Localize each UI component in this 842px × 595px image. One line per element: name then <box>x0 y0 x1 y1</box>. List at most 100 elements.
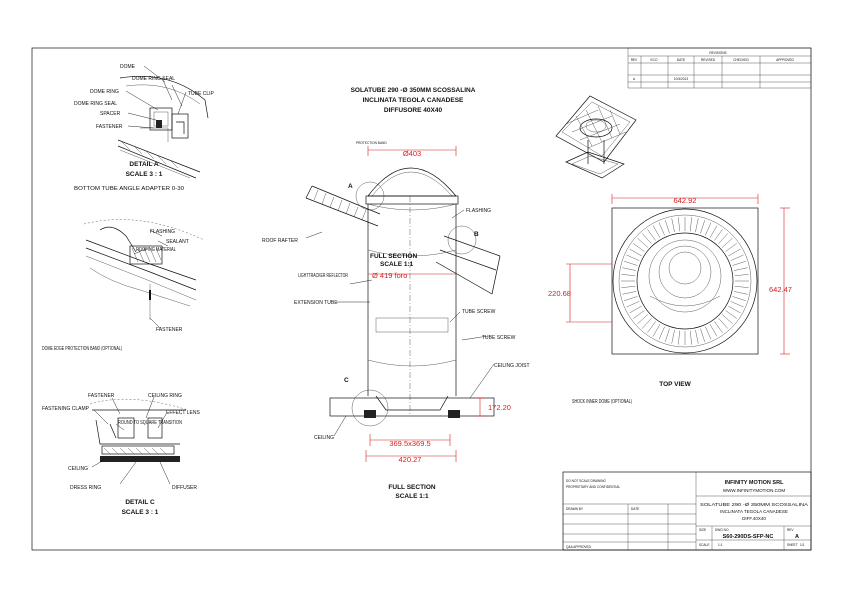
date-col-header: DATE <box>677 58 685 62</box>
dim-joist-height: 172.20 <box>488 403 511 412</box>
tb-rev-value: A <box>795 534 799 540</box>
tb-size-label: SIZE <box>699 528 706 532</box>
flashing-rib <box>725 243 737 252</box>
tb-website: WWW.INFINITYMOTION.COM <box>723 488 785 493</box>
flashing-rib <box>728 305 741 314</box>
flashing-rib <box>709 225 718 238</box>
revision-table: REVISIONS REV ECO DATE REVISED CHECKED A… <box>627 47 812 89</box>
flashing-rib <box>718 233 728 244</box>
main-title-line-2: INCLINATA TEGOLA CANADESE <box>363 97 464 104</box>
flashing-rib <box>730 254 744 261</box>
flashing-rib <box>722 314 733 324</box>
main-title: SOLATUBE 290 -Ø 350MM SCOSSALINA INCLINA… <box>351 87 476 114</box>
detail-b-view: FLASHING SEALANT ROOFING MATERIAL FASTEN… <box>42 219 205 352</box>
flashing-rib <box>621 274 636 276</box>
tb-title-line-3: DIFF.40X40 <box>742 516 766 521</box>
main-title-line-1: SOLATUBE 290 -Ø 350MM SCOSSALINA <box>351 87 476 94</box>
detail-a-note-line: BOTTOM TUBE ANGLE ADAPTER 0-30 <box>74 186 184 192</box>
flashing-rib <box>665 328 670 342</box>
flashing-rib <box>647 321 656 333</box>
detail-b-note: DOME EDGE PROTECTION BAND (OPTIONAL) <box>42 346 122 352</box>
flashing-rib <box>671 329 675 344</box>
eco-col-header: ECO <box>651 58 658 62</box>
tb-scale-label: SCALE <box>699 543 709 547</box>
detail-c-label-ceiling-ring: CEILING RING <box>148 393 182 399</box>
tb-dwg-label: DWG NO <box>715 528 729 532</box>
detail-c-label-round-to-square: ROUND TO SQUARE TRANSITION <box>118 420 182 426</box>
revisions-title: REVISIONS <box>709 51 726 55</box>
dim-dome-diameter: Ø403 <box>403 149 421 158</box>
flashing-rib <box>725 310 737 319</box>
section-label-flashing: FLASHING <box>466 208 491 214</box>
full-section-caption: FULL SECTION <box>388 484 435 491</box>
section-label-ceiling-joist: CEILING JOIST <box>494 363 530 369</box>
flashing-rib <box>714 321 723 333</box>
top-view-note: SHOCK INNER DOME (OPTIONAL) <box>572 399 632 405</box>
flashing-rib <box>733 267 748 271</box>
detail-a-label-dome-ring-seal-upper: DOME RING SEAL <box>132 76 175 82</box>
flashing-rib <box>714 229 723 241</box>
detail-a-label-dome: DOME <box>120 64 136 70</box>
top-view-dim-width: 642.92 <box>674 196 697 205</box>
top-view: 642.92 642.47 220.68 TOP VIEW SHOCK INNE… <box>548 194 792 405</box>
flashing-ribs <box>621 217 749 345</box>
detail-c-label-fastener: FASTENER <box>88 393 115 399</box>
detail-b-label-flashing: FLASHING <box>150 229 175 235</box>
drawing-border <box>31 47 812 551</box>
flashing-rib <box>665 220 670 234</box>
tb-drawn-label: DRAWN BY <box>566 507 584 511</box>
tb-sheet-label: SHEET <box>787 543 798 547</box>
detail-a-label-dome-ring: DOME RING <box>90 89 119 95</box>
section-label-tube-screw-upper: TUBE SCREW <box>462 309 496 315</box>
detail-c-scale: SCALE 3 : 1 <box>122 509 159 516</box>
section-label-roof-rafter: ROOF RAFTER <box>262 238 298 244</box>
flashing-rib <box>624 261 638 266</box>
dim-overall-width: 420.27 <box>399 455 422 464</box>
section-label-tube-screw-lower: TUBE SCREW <box>482 335 516 341</box>
flashing-rib <box>690 330 692 345</box>
flashing-rib <box>733 291 748 295</box>
flashing-rib <box>622 291 637 295</box>
detail-a-label-tube-clip: TUBE CLIP <box>188 91 215 97</box>
tb-note-1: DO NOT SCALE DRAWING <box>566 479 606 483</box>
flashing-rib <box>730 301 744 308</box>
flashing-rib <box>734 274 749 276</box>
checked-col-header: CHECKED <box>733 58 749 62</box>
top-view-caption: TOP VIEW <box>659 381 691 388</box>
flashing-rib <box>705 222 712 236</box>
detail-b-label-sealant: SEALANT <box>166 239 189 245</box>
flashing-rib <box>633 310 645 319</box>
flashing-rib <box>658 326 665 340</box>
tb-title-line-1: SOLATUBE 290 -Ø 350MM SCOSSALINA <box>700 502 808 507</box>
approved-col-header: APPROVED <box>776 58 794 62</box>
flashing-rib <box>624 296 638 301</box>
flashing-rib <box>705 326 712 340</box>
flashing-rib <box>732 261 746 266</box>
callout-a: A <box>348 183 353 190</box>
rev-date-cell: 10/4/2013 <box>674 77 688 81</box>
flashing-rib <box>695 329 699 344</box>
tb-scale-value: 1:1 <box>718 543 723 547</box>
tb-sheet-value: 1/1 <box>800 543 805 547</box>
detail-b-label-fastener: FASTENER <box>156 327 183 333</box>
flashing-rib <box>629 305 642 314</box>
flashing-rib <box>637 238 648 248</box>
isometric-view <box>555 95 637 179</box>
flashing-rib <box>633 243 645 252</box>
flashing-rib <box>678 330 680 345</box>
flashing-rib <box>626 301 640 308</box>
rev-cell: A <box>633 77 636 81</box>
flashing-rib <box>732 296 746 301</box>
section-label-ceiling: CEILING <box>314 435 334 441</box>
flashing-rib <box>718 318 728 329</box>
detail-a-label-dome-ring-seal: DOME RING SEAL <box>74 101 117 107</box>
dim-hole-diameter: Ø 419 foro <box>372 271 407 280</box>
flashing-rib <box>700 220 705 234</box>
title-block: DO NOT SCALE DRAWING PROPRIETARY AND CON… <box>562 471 812 551</box>
main-title-line-3: DIFFUSORE 40X40 <box>384 107 443 114</box>
tb-dwg-number: S60-290DS-SFP-NC <box>723 534 774 540</box>
flashing-rib <box>722 238 733 248</box>
flashing-rib <box>700 328 705 342</box>
callout-c: C <box>344 377 349 384</box>
detail-c-label-dress-ring: DRESS RING <box>70 485 101 491</box>
